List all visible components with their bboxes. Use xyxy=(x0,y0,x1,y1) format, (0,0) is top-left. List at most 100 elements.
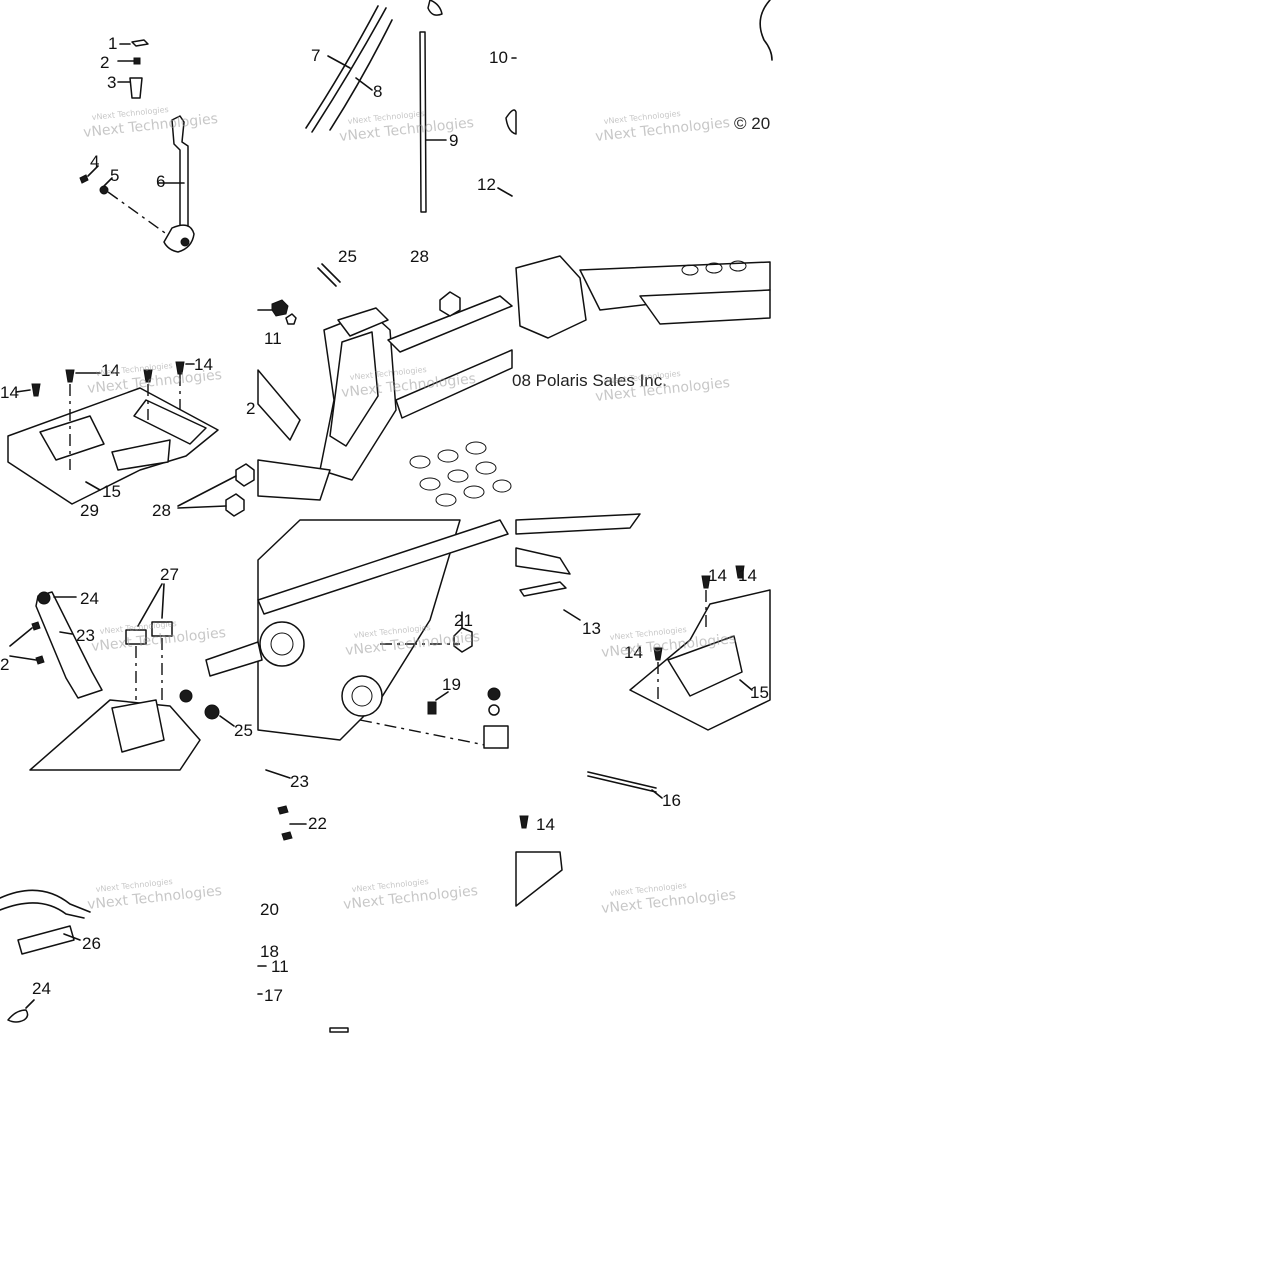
part-2-pin xyxy=(133,57,141,65)
callout-13: 13 xyxy=(582,619,601,638)
callout-14-b: 14 xyxy=(101,361,120,380)
leader-24b xyxy=(25,999,35,1009)
frame-holes-right xyxy=(681,260,747,276)
part-nut-right xyxy=(487,687,501,701)
part-1-clip xyxy=(131,39,149,47)
tile-bumper-left xyxy=(9,583,235,771)
callout-22-bottom: 22 xyxy=(308,814,327,833)
frame-tab xyxy=(439,291,461,317)
leader-23a xyxy=(59,631,73,635)
leader-4 xyxy=(87,165,99,177)
tile-right-footrest xyxy=(515,513,771,799)
part-14-bolt-h xyxy=(519,815,529,829)
callout-15-right: 15 xyxy=(750,683,769,702)
callout-19: 19 xyxy=(442,675,461,694)
callout-16: 16 xyxy=(662,791,681,810)
part-7-cable-edge xyxy=(305,5,379,129)
callout-20: 20 xyxy=(260,900,279,919)
leader-28b xyxy=(177,505,227,509)
leader-23b xyxy=(265,769,291,779)
callout-2-frame: 2 xyxy=(246,399,255,418)
part-19-bolt xyxy=(427,701,437,715)
skid-plate-holes xyxy=(409,441,512,507)
part-mount-rubber xyxy=(483,725,509,749)
frame-pivot-right xyxy=(341,675,383,717)
leader-13 xyxy=(563,609,581,621)
callout-labels: 1 2 3 4 5 6 7 8 9 10 12 25 28 11 14 14 1… xyxy=(0,34,769,1005)
frame-left-tube xyxy=(257,369,301,441)
leader-15b xyxy=(739,679,753,691)
frame-top-plate xyxy=(337,307,389,337)
frame-upper-rail xyxy=(387,295,513,353)
part-28-grommet-a xyxy=(235,463,255,487)
part-14-bolt-f xyxy=(735,565,745,579)
part-6-lever-hub xyxy=(163,224,195,253)
part-13-bolt xyxy=(519,581,567,597)
footrest-slot-a xyxy=(133,399,207,445)
tile-shift-linkage xyxy=(79,39,195,253)
tile-main-frame xyxy=(257,263,513,507)
part-14-bolt-b xyxy=(65,369,75,383)
frame-pivot-left-inner xyxy=(270,632,294,656)
leader-27a xyxy=(137,583,163,627)
part-top-fitting xyxy=(427,0,443,16)
callout-26: 26 xyxy=(82,934,101,953)
part-14-bolt-e xyxy=(701,575,711,589)
callout-9: 9 xyxy=(449,131,458,150)
part-14-bolt-d xyxy=(175,361,185,375)
callout-17: 17 xyxy=(264,986,283,1005)
part-22-screw-b xyxy=(35,655,45,665)
part-11-nut xyxy=(271,299,289,317)
callout-3: 3 xyxy=(107,73,116,92)
tile-top-right xyxy=(497,0,773,197)
part-16-strap-edge xyxy=(587,775,657,793)
frame-side-bracket xyxy=(515,255,587,339)
part-7-cable xyxy=(311,7,387,133)
part-22-screw-a xyxy=(31,621,41,631)
leader-28a xyxy=(177,475,237,507)
part-24-cap xyxy=(37,591,51,605)
part-washer-right xyxy=(488,704,500,716)
watermark-1: vNext Technologies vNext Technologies xyxy=(82,105,218,141)
part-bracket xyxy=(505,109,517,135)
leader-25b xyxy=(219,715,235,727)
part-28-grommet-b xyxy=(225,493,245,517)
callout-5: 5 xyxy=(110,166,119,185)
part-14-bolt-g xyxy=(653,647,663,661)
frame-rear-bracket xyxy=(515,547,571,575)
callout-28-left: 28 xyxy=(152,501,171,520)
callout-25-bumper: 25 xyxy=(234,721,253,740)
part-6-shift-lever xyxy=(171,115,189,227)
watermark-11: vNext Technologies vNext Technologies xyxy=(342,877,478,913)
frame-rear-plate xyxy=(515,513,641,535)
axis-line-5 xyxy=(107,191,173,239)
callout-14-d: 14 xyxy=(708,566,727,585)
callout-27: 27 xyxy=(160,565,179,584)
callout-10: 10 xyxy=(489,48,508,67)
frame-rear-crossbar xyxy=(257,519,509,615)
callout-4: 4 xyxy=(90,152,99,171)
part-arm-link xyxy=(205,641,263,677)
part-4-screw xyxy=(79,174,89,184)
part-27-bumper-pad-a xyxy=(125,629,147,645)
leader-8 xyxy=(355,77,373,91)
leader-27b xyxy=(161,583,165,619)
leader-12 xyxy=(497,187,513,197)
copyright-right: 08 Polaris Sales Inc. xyxy=(512,371,667,390)
part-23-bumper-arm xyxy=(35,591,103,699)
frame-mid-rail xyxy=(395,349,513,419)
axis-lower xyxy=(359,719,501,749)
callout-11-mid: 11 xyxy=(264,329,282,348)
callout-14-a: 14 xyxy=(0,383,19,402)
leader-5 xyxy=(103,177,113,187)
callout-23-rear: 23 xyxy=(290,772,309,791)
part-25-nut-b xyxy=(204,704,220,720)
leader-15a xyxy=(85,481,101,491)
part-14-bolt-a xyxy=(31,383,41,397)
callout-8: 8 xyxy=(373,82,382,101)
callout-14-c: 14 xyxy=(194,355,213,374)
part-25-pin-edge xyxy=(317,267,337,287)
tile-cables xyxy=(305,0,447,213)
callout-24-left: 24 xyxy=(80,589,99,608)
